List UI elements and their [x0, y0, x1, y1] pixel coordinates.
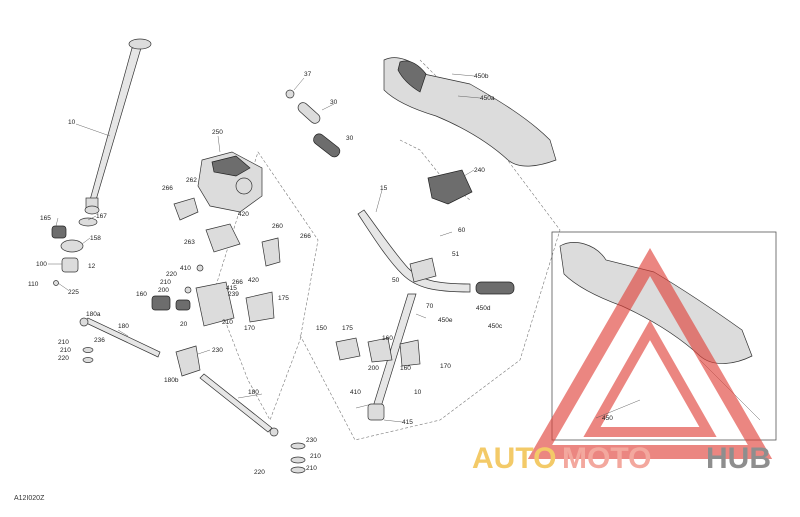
- callout-230: 230: [212, 347, 223, 354]
- lower-bearing-parts: [51, 217, 98, 291]
- triangle-inner: [583, 319, 717, 437]
- callout-165: 165: [40, 215, 51, 222]
- diagram-code: A12I020Z: [14, 495, 45, 502]
- callout-450d: 450d: [476, 305, 491, 312]
- callout-175: 175: [278, 295, 289, 302]
- callout-266-b: 266: [300, 233, 311, 240]
- callout-410: 410: [180, 265, 191, 272]
- hand-guard: [383, 57, 557, 167]
- callout-250: 250: [212, 129, 223, 136]
- callout-170: 170: [244, 325, 255, 332]
- triangle-outer: [527, 248, 773, 459]
- callout-450a: 450a: [480, 95, 495, 102]
- callout-262: 262: [186, 177, 197, 184]
- callout-450e: 450e: [438, 317, 453, 324]
- steering-gearbox: [151, 151, 281, 327]
- callout-180b: 180b: [164, 377, 179, 384]
- handlebar-clamp-and-column: [335, 169, 473, 421]
- callout-160-c: 160: [400, 365, 411, 372]
- callout-50: 50: [392, 277, 400, 284]
- callout-160-b: 160: [382, 335, 393, 342]
- callout-30: 30: [330, 99, 338, 106]
- callout-415-b: 415: [402, 419, 413, 426]
- watermark-logo: AUTO MOTO HUB: [472, 248, 773, 475]
- callout-167: 167: [96, 213, 107, 220]
- callout-180-b: 180: [248, 389, 259, 396]
- callout-160: 160: [136, 291, 147, 298]
- callout-210-e: 210: [310, 453, 321, 460]
- steering-column-dashed-outline: [213, 151, 319, 421]
- callout-10-b: 10: [414, 389, 422, 396]
- callout-labels: 10 165 167 158 100 12 110 225 250 266 26…: [28, 71, 613, 476]
- callout-15: 15: [380, 185, 388, 192]
- callout-420: 420: [238, 211, 249, 218]
- callout-450b: 450b: [474, 73, 489, 80]
- watermark-hub: HUB: [706, 442, 771, 475]
- callout-180a: 180a: [86, 311, 101, 318]
- steering-shaft: [84, 38, 152, 215]
- callout-225: 225: [68, 289, 79, 296]
- callout-263: 263: [184, 239, 195, 246]
- callout-180: 180: [118, 323, 129, 330]
- callout-175-b: 175: [342, 325, 353, 332]
- callout-415: 415: [226, 285, 237, 292]
- callout-170-b: 170: [440, 363, 451, 370]
- callout-60: 60: [458, 227, 466, 234]
- watermark-moto: MOTO: [562, 442, 651, 475]
- callout-37: 37: [304, 71, 312, 78]
- cover-dashed-link: [399, 139, 471, 201]
- watermark-auto: AUTO: [472, 442, 556, 475]
- callout-220: 220: [166, 271, 177, 278]
- callout-150: 150: [316, 325, 327, 332]
- callout-210-f: 210: [306, 465, 317, 472]
- callout-220-b: 220: [58, 355, 69, 362]
- callout-420-b: 420: [248, 277, 259, 284]
- callout-266-c: 266: [232, 279, 243, 286]
- callout-10: 10: [68, 119, 76, 126]
- tie-rods: [79, 317, 306, 474]
- callout-12: 12: [88, 263, 96, 270]
- callout-210-c: 210: [58, 339, 69, 346]
- callout-236: 236: [94, 337, 105, 344]
- callout-230-b: 230: [306, 437, 317, 444]
- callout-240: 240: [474, 167, 485, 174]
- callout-110: 110: [28, 281, 39, 288]
- callout-210: 210: [160, 279, 171, 286]
- callout-30-b: 30: [346, 135, 354, 142]
- leader-lines: [48, 73, 641, 423]
- callout-220-c: 220: [254, 469, 265, 476]
- callout-450: 450: [602, 415, 613, 422]
- callout-158: 158: [90, 235, 101, 242]
- callout-200-b: 200: [368, 365, 379, 372]
- callout-200: 200: [158, 287, 169, 294]
- callout-210-d: 210: [60, 347, 71, 354]
- callout-260: 260: [272, 223, 283, 230]
- callout-70: 70: [426, 303, 434, 310]
- callout-210-b: 210: [222, 319, 233, 326]
- inset-box: [551, 231, 777, 441]
- callout-239: 239: [228, 291, 239, 298]
- callout-100: 100: [36, 261, 47, 268]
- callout-450c: 450c: [488, 323, 503, 330]
- callout-51: 51: [452, 251, 460, 258]
- callout-20: 20: [180, 321, 188, 328]
- callout-410-b: 410: [350, 389, 361, 396]
- callout-266: 266: [162, 185, 173, 192]
